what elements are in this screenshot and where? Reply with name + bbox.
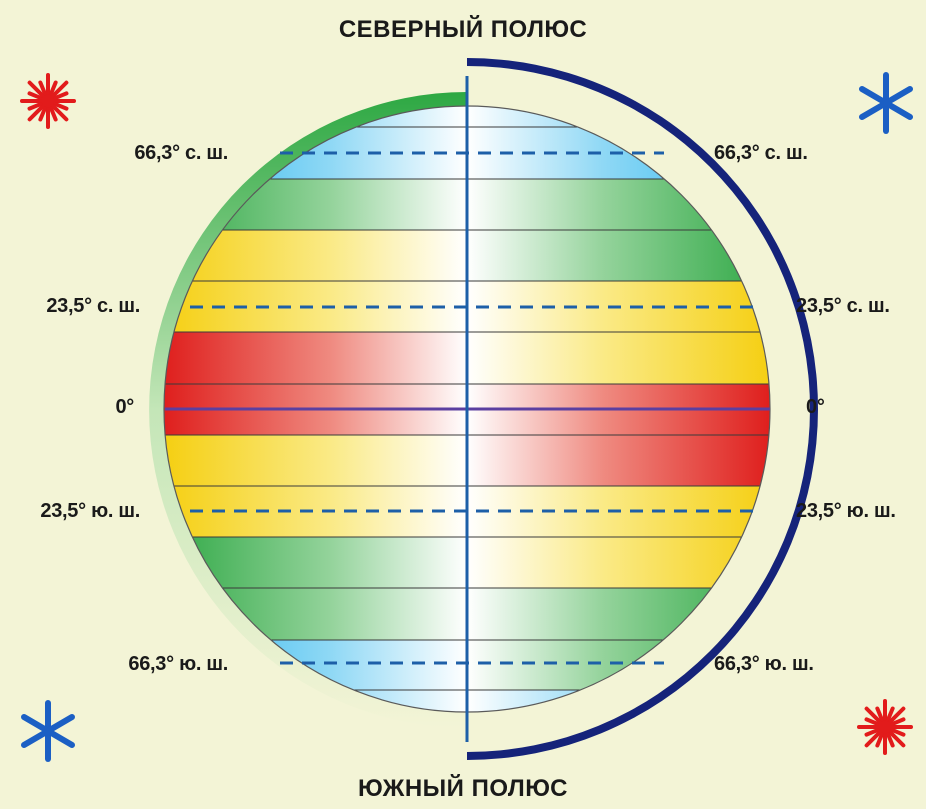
sun-ray <box>886 732 895 748</box>
sun-ray <box>27 91 43 100</box>
sun-ray <box>890 728 906 737</box>
right-climate-band <box>467 332 770 384</box>
sun-ray <box>890 717 906 726</box>
right-climate-band <box>467 435 770 486</box>
sun-ray <box>27 104 45 122</box>
left-label-23-north: 23,5° с. ш. <box>46 295 140 317</box>
left-climate-band <box>164 179 467 230</box>
left-climate-band <box>164 435 467 486</box>
sun-ray <box>49 106 58 122</box>
left-label-equator: 0° <box>115 396 134 418</box>
red-sun-icon <box>857 699 913 755</box>
sun-ray <box>51 104 69 122</box>
sun-ray <box>888 730 906 748</box>
sun-ray <box>875 732 884 748</box>
left-label-66-north: 66,3° с. ш. <box>134 142 228 164</box>
sun-ray <box>38 106 47 122</box>
blue-snowflake-icon <box>859 72 913 134</box>
left-climate-band <box>164 332 467 384</box>
right-label-equator: 0° <box>806 396 825 418</box>
right-climate-band <box>467 179 770 230</box>
sun-ray <box>888 706 906 724</box>
right-label-23-south: 23,5° ю. ш. <box>796 500 896 522</box>
red-sun-icon <box>20 73 76 129</box>
north-pole-label: СЕВЕРНЫЙ ПОЛЮС <box>338 16 588 43</box>
sun-ray <box>49 80 58 96</box>
sun-ray <box>53 91 69 100</box>
sun-ray <box>864 730 882 748</box>
sun-ray <box>864 706 882 724</box>
right-climate-band <box>467 230 770 281</box>
sun-ray <box>51 80 69 98</box>
right-climate-band <box>467 588 770 640</box>
blue-snowflake-icon <box>21 700 75 762</box>
sun-ray <box>886 706 895 722</box>
right-label-66-south: 66,3° ю. ш. <box>714 653 814 675</box>
right-label-23-north: 23,5° с. ш. <box>796 295 890 317</box>
sun-ray <box>38 80 47 96</box>
left-label-66-south: 66,3° ю. ш. <box>128 653 228 675</box>
right-label-66-north: 66,3° с. ш. <box>714 142 808 164</box>
sun-ray <box>864 717 880 726</box>
sun-ray <box>864 728 880 737</box>
sun-ray <box>27 102 43 111</box>
right-climate-band <box>467 106 770 127</box>
sun-ray <box>875 706 884 722</box>
right-climate-band <box>467 690 770 712</box>
south-pole-label: ЮЖНЫЙ ПОЛЮС <box>357 775 568 802</box>
left-label-23-south: 23,5° ю. ш. <box>40 500 140 522</box>
sun-ray <box>27 80 45 98</box>
sun-ray <box>53 102 69 111</box>
right-climate-band <box>467 537 770 588</box>
